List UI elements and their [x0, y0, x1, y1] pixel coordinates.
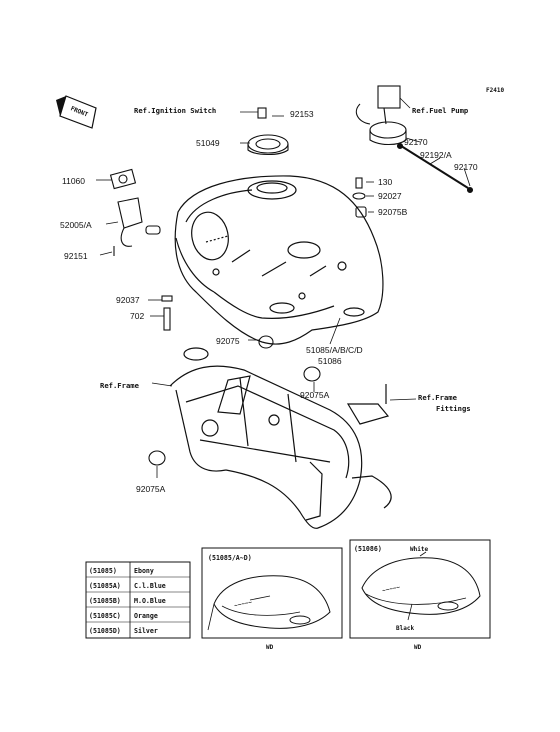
label-92075: 92075	[216, 336, 240, 346]
fuel-pump-assembly	[355, 85, 474, 194]
front-arrow-icon: FRONT	[56, 95, 97, 129]
inset-right-black-label: Black	[396, 625, 414, 632]
inset-right-footer: WD	[414, 644, 422, 651]
label-92075a-left: 92075A	[136, 484, 166, 494]
label-52005-a: 52005/A	[60, 220, 92, 230]
figure-code: F2410	[486, 87, 504, 94]
color-table: (51085) Ebony (51085A) C.l.Blue (51085B)…	[85, 561, 191, 639]
table-code-4: (51085D)	[89, 627, 121, 635]
fuel-tank-drawing	[174, 175, 384, 345]
ref-frame-fittings-line1: Ref.Frame	[418, 393, 458, 402]
inset-left-title: (51085/A~D)	[208, 554, 252, 562]
label-51049: 51049	[196, 138, 220, 148]
label-702: 702	[130, 311, 144, 321]
table-color-2: M.O.Blue	[134, 597, 166, 605]
table-code-1: (51085A)	[89, 582, 121, 590]
label-92037: 92037	[116, 295, 140, 305]
table-code-0: (51085)	[89, 567, 117, 575]
ref-ignition-switch: Ref.Ignition Switch	[134, 106, 216, 115]
label-92075a-right: 92075A	[300, 390, 330, 400]
table-code-3: (51085C)	[89, 612, 121, 620]
label-51086: 51086	[318, 356, 342, 366]
inset-left: (51085/A~D) ~~~~~ WD	[201, 547, 343, 651]
table-color-4: Silver	[134, 627, 158, 635]
table-color-3: Orange	[134, 612, 158, 620]
inset-right: (51086) White Black ~~~~~ WD	[349, 539, 491, 651]
ref-frame-fittings-line2: Fittings	[436, 404, 471, 413]
inset-left-emblem: ~~~~~	[234, 599, 254, 610]
label-130: 130	[378, 177, 392, 187]
label-11060: 11060	[62, 176, 85, 186]
frame-drawing	[169, 347, 392, 529]
label-92192-a: 92192/A	[420, 150, 452, 160]
table-code-2: (51085B)	[89, 597, 121, 605]
fuel-cap-51049	[247, 107, 289, 156]
label-92027: 92027	[378, 191, 402, 201]
small-parts-left	[109, 168, 173, 331]
label-92153: 92153	[290, 109, 314, 119]
ref-fuel-pump: Ref.Fuel Pump	[412, 106, 469, 115]
label-92170-a: 92170	[404, 137, 428, 147]
table-color-0: Ebony	[134, 567, 154, 575]
label-92170-b: 92170	[454, 162, 478, 172]
reference-labels: Ref.Ignition Switch Ref.Fuel Pump Ref.Fr…	[100, 106, 471, 413]
ref-frame: Ref.Frame	[100, 381, 140, 390]
label-92075b: 92075B	[378, 207, 408, 217]
small-parts-right	[352, 177, 367, 218]
inset-left-footer: WD	[266, 644, 274, 651]
inset-right-white-label: White	[410, 546, 428, 553]
label-92151: 92151	[64, 251, 88, 261]
rubber-bushings	[148, 335, 321, 466]
inset-right-emblem: ~~~~~	[382, 584, 402, 595]
part-number-labels: 92153 51049 92170 92192/A 92170 11060 13…	[60, 109, 478, 494]
table-color-1: C.l.Blue	[134, 582, 166, 590]
label-51085: 51085/A/B/C/D	[306, 345, 363, 355]
inset-right-title: (51086)	[354, 545, 382, 553]
leader-lines	[96, 97, 471, 478]
